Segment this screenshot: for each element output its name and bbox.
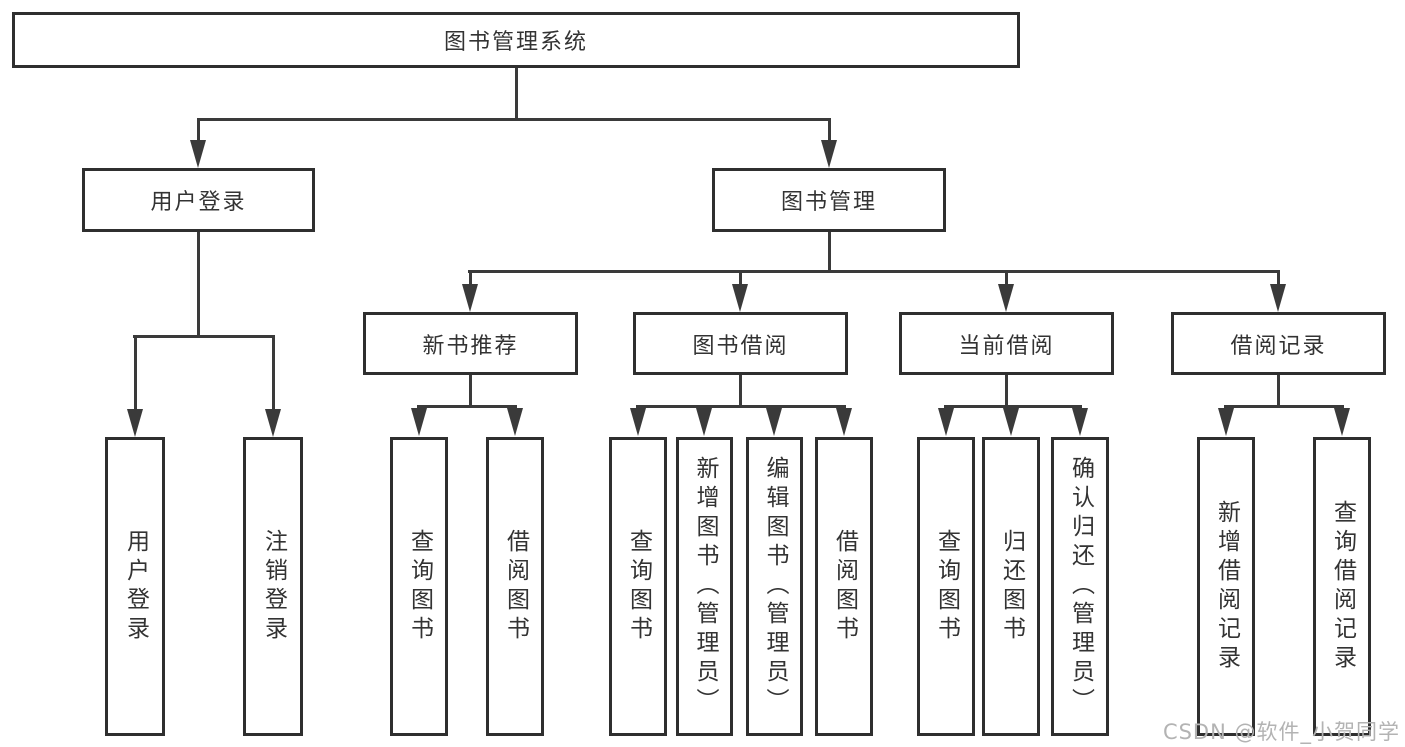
connector-book-mgmt-crossbar [468,270,1280,273]
leaf-user-login: 用户登录 [105,437,165,736]
node-book-borrowing: 图书借阅 [633,312,848,375]
connector-drop-leaf-login [134,338,137,410]
arrowhead-user-login [190,140,206,168]
node-label: 编辑图书（管理员） [762,456,788,717]
connector-drop-new-book [469,273,472,286]
connector-borrowing-stem [739,375,742,405]
leaf-confirm-return-admin: 确认归还（管理员） [1051,437,1109,736]
connector-drop-current [1005,273,1008,286]
leaf-query-borrow-record: 查询借阅记录 [1313,437,1371,736]
arrowhead-query-books-current [938,408,954,436]
arrowhead-current-borrowing [998,284,1014,312]
arrowhead-return-books [1003,408,1019,436]
node-label: 图书管理系统 [443,30,588,55]
connector-recommend-crossbar [417,405,517,408]
node-label: 借阅图书 [831,528,858,645]
connector-drop-records [1277,273,1280,286]
node-label: 借阅图书 [502,528,529,645]
node-label: 新增图书（管理员） [692,456,718,717]
node-label: 查询图书 [933,528,960,645]
connector-root-crossbar [197,118,831,121]
leaf-add-borrow-record: 新增借阅记录 [1197,437,1255,736]
arrowhead-edit-books-admin [766,408,782,436]
connector-current-stem [1005,375,1008,405]
connector-borrowing-crossbar [636,405,846,408]
connector-user-login-stem [197,232,200,335]
arrowhead-book-borrowing [732,284,748,312]
node-label: 查询借阅记录 [1329,499,1356,674]
node-label: 图书管理 [780,190,877,215]
leaf-borrow-books: 借阅图书 [815,437,873,736]
node-label: 确认归还（管理员） [1067,456,1094,717]
node-label: 查询图书 [625,528,652,645]
node-label: 借阅记录 [1230,333,1327,359]
connector-recommend-stem [469,375,472,405]
connector-book-mgmt-stem [828,232,831,270]
node-book-management: 图书管理 [712,168,946,232]
arrowhead-query-books-borrowing [630,408,646,436]
node-borrowing-records: 借阅记录 [1171,312,1386,375]
connector-drop-leaf-logout [272,338,275,410]
connector-drop-user-login [197,121,200,143]
arrowhead-borrow-books-recommend [507,408,523,436]
node-new-book-recommend: 新书推荐 [363,312,578,375]
node-label: 新书推荐 [422,333,519,359]
node-current-borrowing: 当前借阅 [899,312,1114,375]
connector-root-stem [515,68,518,118]
node-label: 查询图书 [406,528,433,645]
arrowhead-add-books-admin [696,408,712,436]
node-library-system-root: 图书管理系统 [12,12,1020,68]
arrowhead-leaf-logout [265,409,281,437]
node-label: 用户登录 [122,528,149,645]
leaf-logout: 注销登录 [243,437,303,736]
node-label: 用户登录 [150,190,247,215]
leaf-return-books: 归还图书 [982,437,1040,736]
arrowhead-borrowing-records [1270,284,1286,312]
node-label: 图书借阅 [692,333,789,359]
connector-records-crossbar [1224,405,1344,408]
leaf-borrow-books-recommend: 借阅图书 [486,437,544,736]
arrowhead-book-management [821,140,837,168]
node-label: 归还图书 [998,528,1025,645]
arrowhead-confirm-return-admin [1072,408,1088,436]
csdn-watermark: CSDN @软件_小贺同学 [1162,720,1400,744]
leaf-query-books-current: 查询图书 [917,437,975,736]
node-label: 注销登录 [260,528,287,645]
node-label: 当前借阅 [958,333,1055,359]
arrowhead-query-borrow-record [1334,408,1350,436]
leaf-edit-books-admin: 编辑图书（管理员） [746,437,803,736]
connector-current-crossbar [944,405,1082,408]
leaf-add-books-admin: 新增图书（管理员） [676,437,733,736]
arrowhead-borrow-books [836,408,852,436]
leaf-query-books-borrowing: 查询图书 [609,437,667,736]
arrowhead-query-books-recommend [411,408,427,436]
arrowhead-leaf-login [127,409,143,437]
connector-drop-book-borrow [739,273,742,286]
connector-user-login-crossbar [133,335,275,338]
connector-drop-book-mgmt [828,121,831,143]
arrowhead-new-book-recommend [462,284,478,312]
node-user-login: 用户登录 [82,168,315,232]
leaf-query-books-recommend: 查询图书 [390,437,448,736]
node-label: 新增借阅记录 [1213,499,1240,674]
arrowhead-add-borrow-record [1218,408,1234,436]
connector-records-stem [1277,375,1280,405]
